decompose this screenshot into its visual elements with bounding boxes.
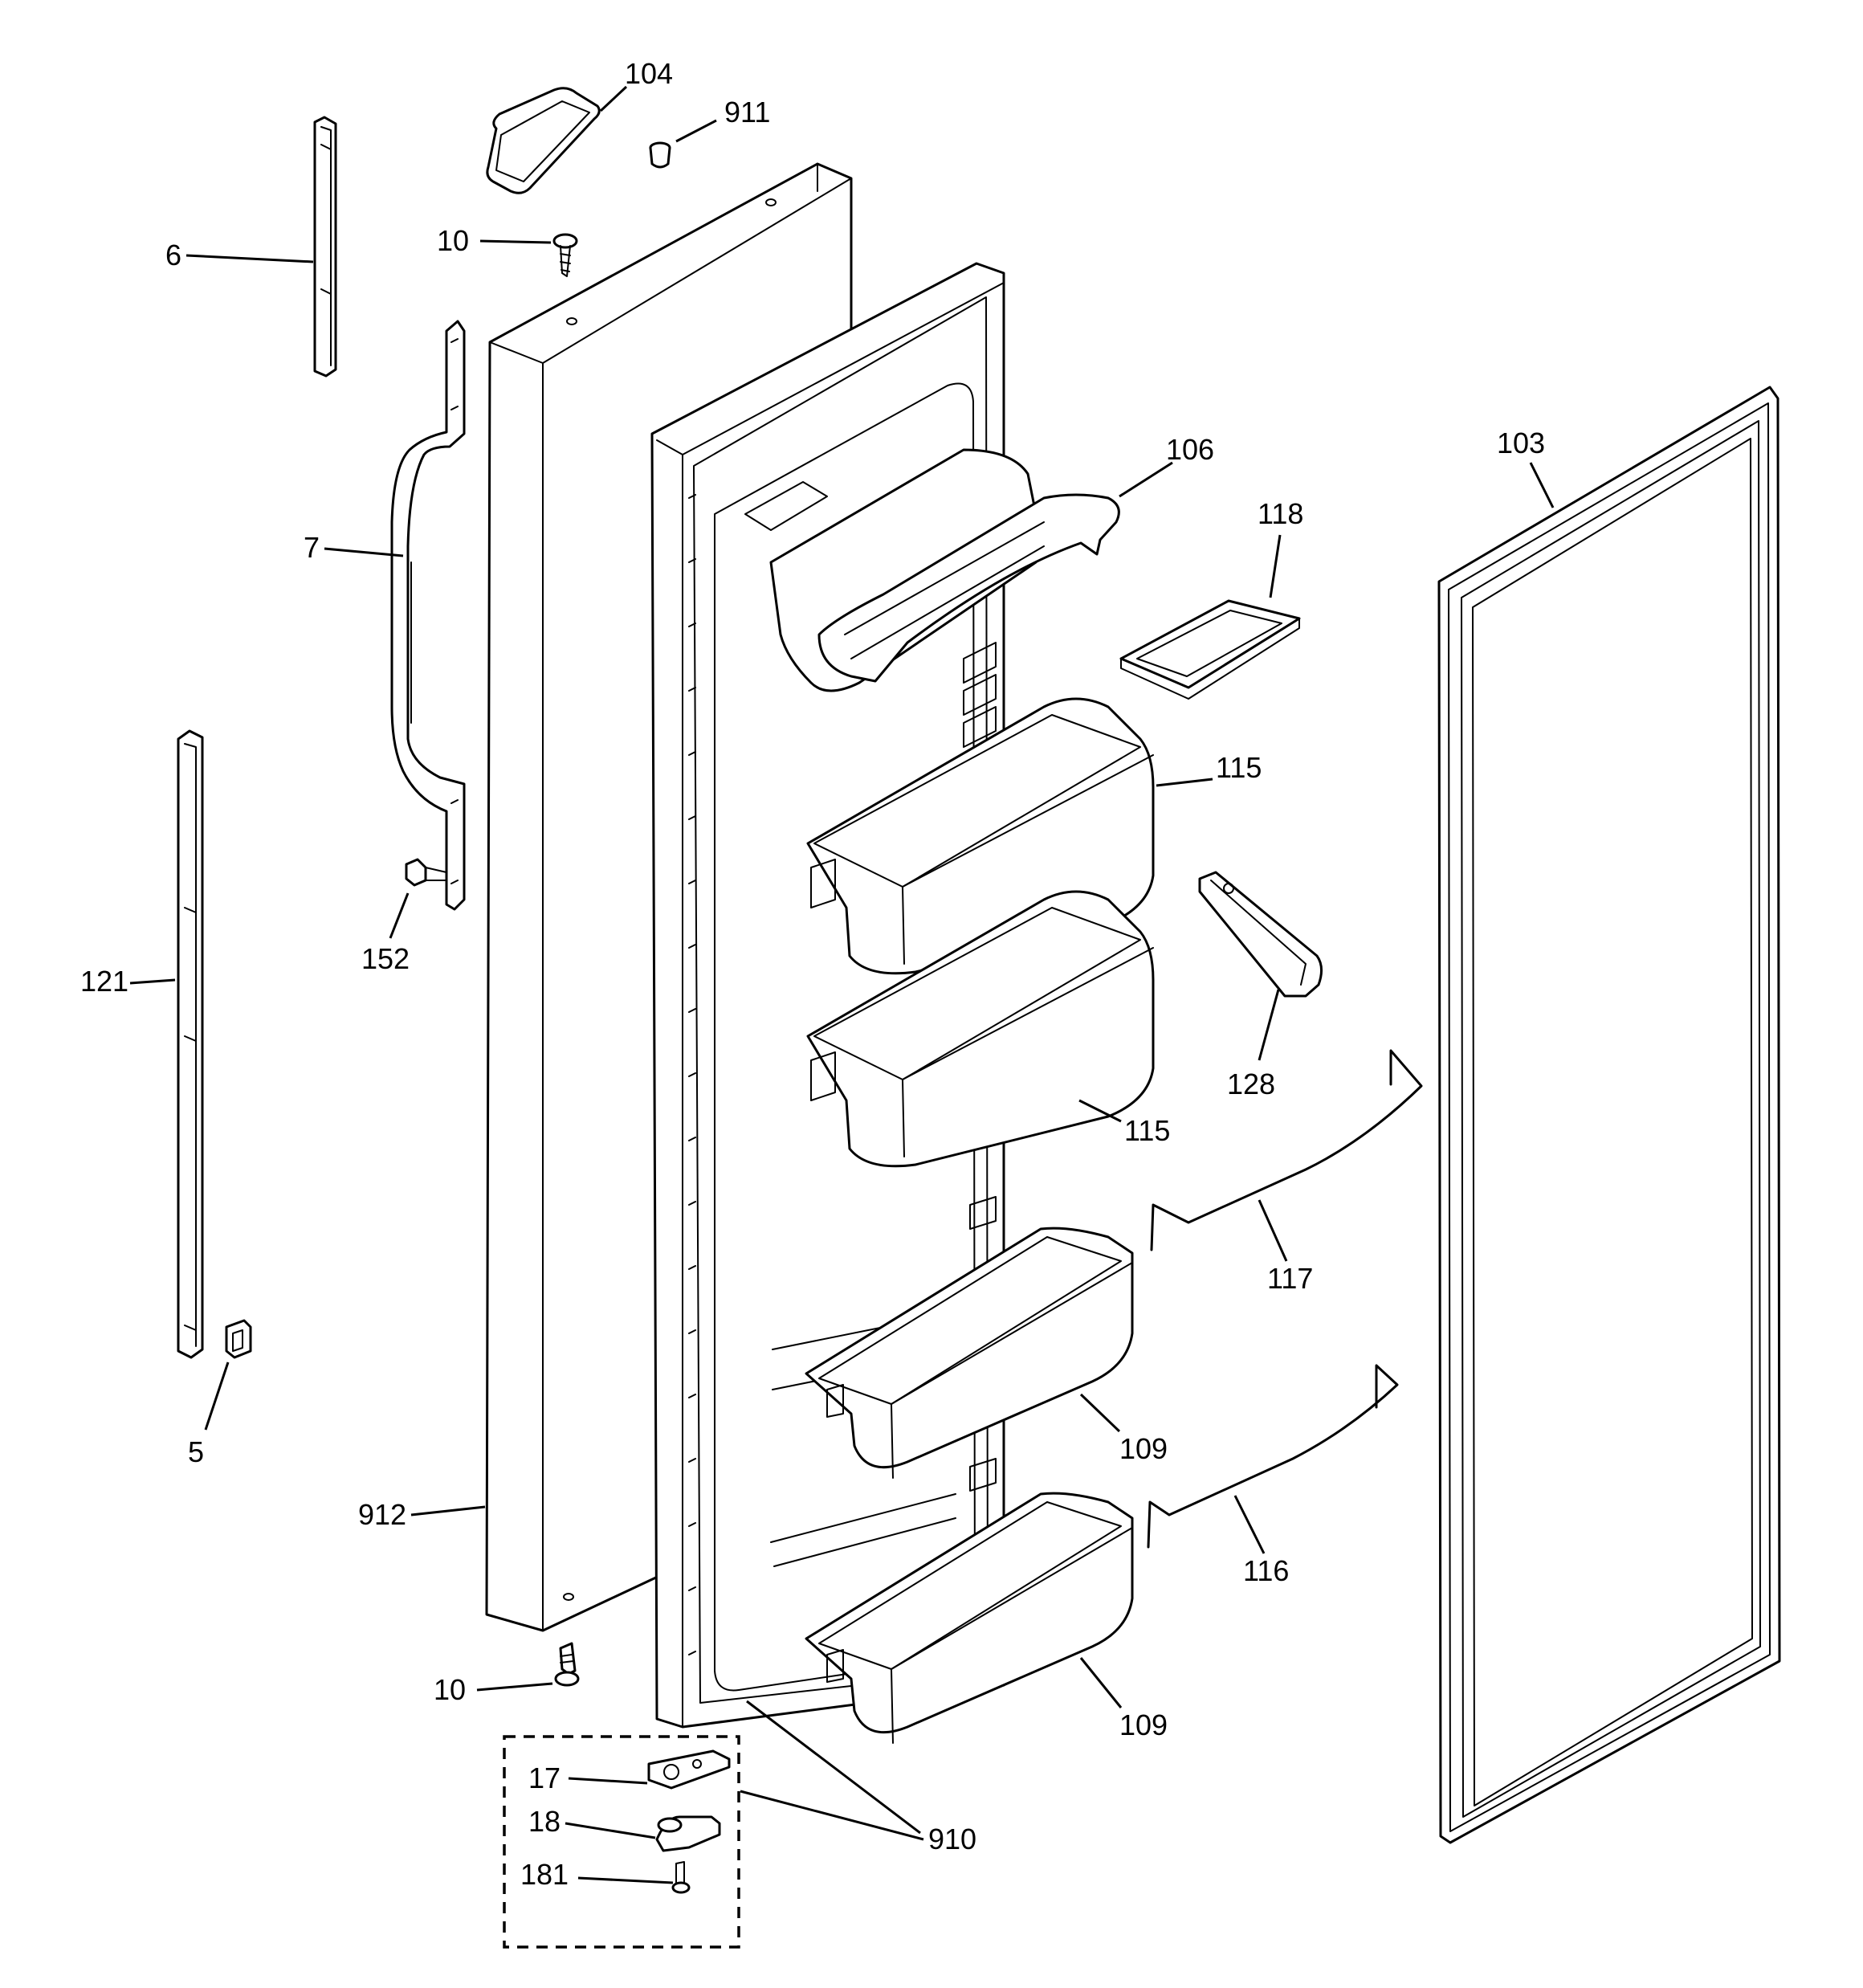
- part-109-door-bin-top: [805, 1227, 1134, 1479]
- callout-121: 121: [80, 965, 128, 998]
- part-911-plug: [649, 141, 671, 169]
- callout-7: 7: [304, 531, 320, 564]
- callout-18: 18: [528, 1805, 561, 1838]
- callout-128: 128: [1227, 1067, 1275, 1100]
- callout-17: 17: [528, 1761, 561, 1794]
- part-5-clip: [225, 1319, 252, 1359]
- part-115-bin-bottom: [806, 890, 1155, 1168]
- callout-6: 6: [165, 239, 181, 271]
- part-106-top-cover: [769, 448, 1120, 748]
- callout-109-top: 109: [1119, 1432, 1168, 1465]
- part-109-door-bin-bottom: [805, 1492, 1134, 1744]
- door-gasket-teeth: [688, 494, 696, 1655]
- part-7-handle: [390, 320, 466, 911]
- part-103-door-gasket: [1437, 386, 1781, 1844]
- callout-181: 181: [520, 1858, 569, 1891]
- callout-106: 106: [1166, 433, 1214, 466]
- callout-117: 117: [1267, 1262, 1313, 1295]
- part-6-trim-strip: [313, 116, 337, 378]
- part-121-long-trim: [177, 729, 204, 1359]
- part-18-hinge-pin: [655, 1815, 721, 1852]
- callout-103: 103: [1497, 427, 1545, 459]
- part-152-screw: [405, 858, 447, 887]
- callout-912: 912: [358, 1498, 406, 1531]
- callout-152: 152: [361, 942, 410, 975]
- part-117-rail: [1150, 1049, 1423, 1251]
- part-128-bracket: [1198, 871, 1323, 998]
- callout-118: 118: [1258, 497, 1303, 530]
- callout-115-bottom: 115: [1124, 1114, 1170, 1147]
- part-116-rail: [1147, 1364, 1399, 1549]
- part-10-screw-top: [552, 233, 578, 277]
- callout-911: 911: [724, 96, 770, 129]
- callout-910: 910: [928, 1823, 976, 1855]
- callout-109-bottom: 109: [1119, 1708, 1168, 1741]
- part-17-hinge-plate: [647, 1749, 731, 1790]
- part-10-screw-bottom: [554, 1642, 580, 1687]
- callout-115-top: 115: [1216, 751, 1262, 784]
- part-104-badge: [486, 87, 601, 194]
- callout-116: 116: [1243, 1554, 1289, 1587]
- part-181-screw: [671, 1861, 691, 1894]
- callout-10-bottom: 10: [434, 1673, 466, 1706]
- part-910-hinge-kit: [503, 1700, 924, 1949]
- part-118-tray: [1119, 599, 1301, 700]
- callout-5: 5: [188, 1435, 204, 1468]
- callout-104: 104: [625, 57, 673, 90]
- callout-10-top: 10: [437, 224, 469, 257]
